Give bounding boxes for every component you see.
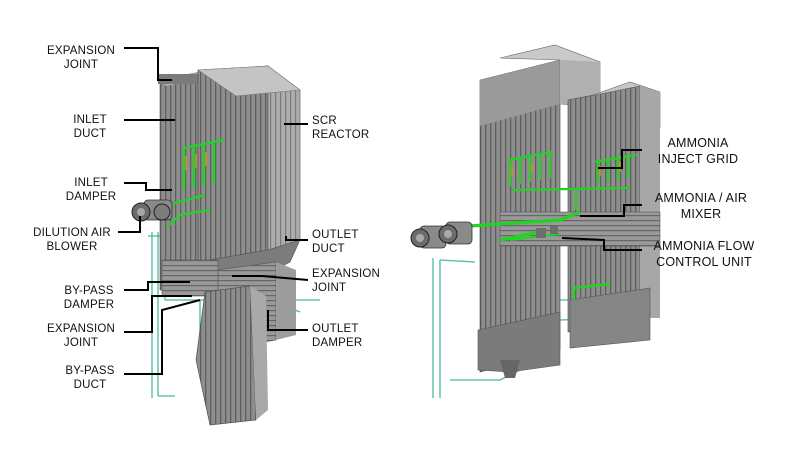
ammonia-inject-grid-piping: [507, 150, 637, 210]
dilution-air-blower: [131, 199, 173, 222]
label-inlet-duct: INLET DUCT: [73, 114, 107, 140]
label-outlet-duct: OUTLET DUCT: [312, 229, 359, 255]
leader-lines: [118, 47, 642, 375]
left-assembly: [131, 65, 320, 426]
bypass-damper-body: [161, 259, 219, 297]
label-ammonia-flow-control-unit: AMMONIA FLOW CONTROL UNIT: [653, 239, 755, 269]
label-ammonia-inject-grid: AMMONIA INJECT GRID: [657, 136, 739, 166]
label-ammonia-air-mixer: AMMONIA / AIR MIXER: [654, 191, 748, 221]
label-outlet-damper: OUTLET DAMPER: [312, 323, 363, 349]
right-assembly: [410, 44, 661, 398]
bypass-duct: [195, 285, 257, 426]
expansion-joint-top: [158, 74, 204, 84]
label-bypass-damper: BY-PASS DAMPER: [63, 285, 115, 311]
label-scr-reactor: SCR REACTOR: [312, 115, 370, 141]
scr-reactor: [197, 65, 269, 263]
ammonia-flow-control-unit: [509, 226, 561, 241]
label-bypass-duct: BY-PASS DUCT: [65, 365, 115, 391]
label-inlet-damper: INLET DAMPER: [65, 177, 117, 203]
label-expansion-joint-right: EXPANSION JOINT: [312, 268, 381, 294]
label-expansion-joint-lower: EXPANSION JOINT: [46, 323, 116, 349]
connecting-duct: [499, 211, 661, 247]
label-expansion-joint-top: EXPANSION JOINT: [46, 45, 116, 71]
blowers-right: [410, 221, 473, 249]
label-dilution-air-blower: DILUTION AIR BLOWER: [33, 227, 111, 253]
